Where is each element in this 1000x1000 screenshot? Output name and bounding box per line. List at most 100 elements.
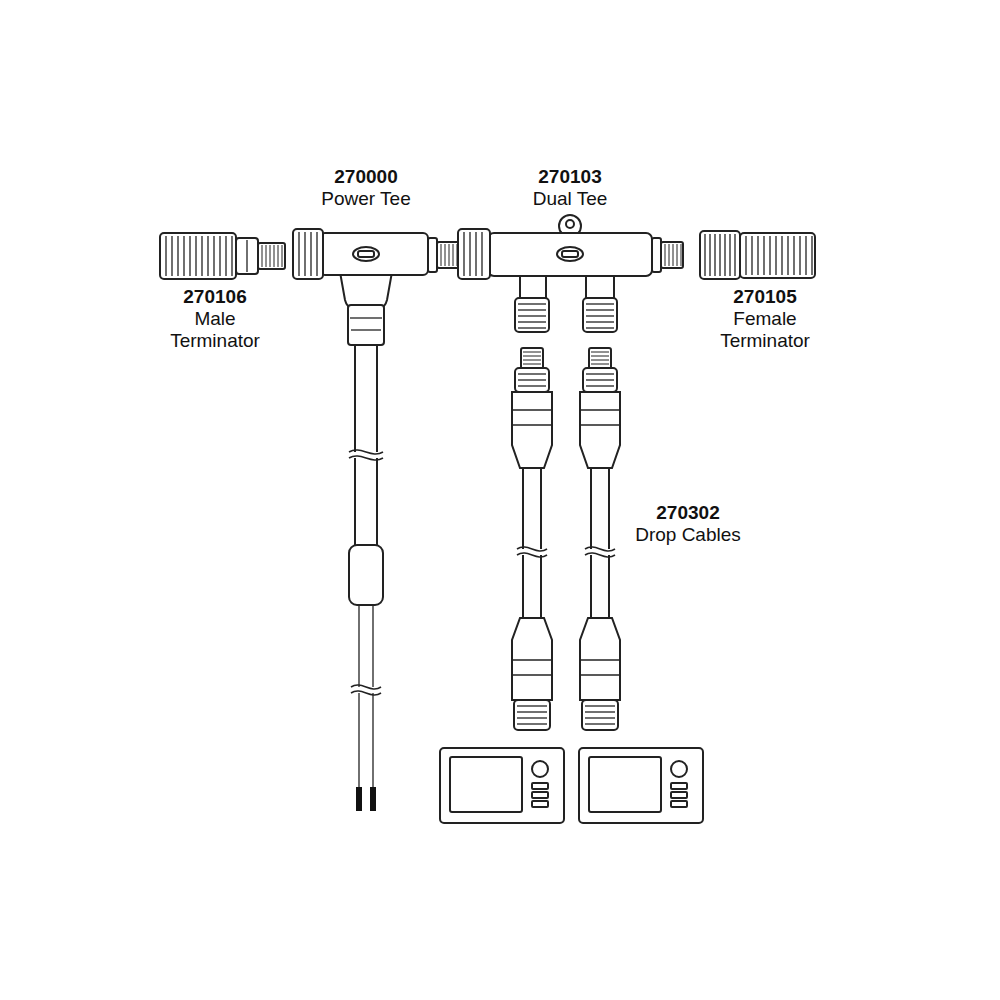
drop-cable-pins <box>521 348 543 370</box>
dual-tee-male-thread-line <box>673 244 674 266</box>
display-button <box>532 792 548 798</box>
logo-badge-inner <box>358 251 374 257</box>
drop-cable-pins <box>589 348 611 370</box>
female-terminator-body-groove <box>799 236 800 275</box>
power-cable-break <box>349 450 383 454</box>
dual-tee-drop-nut-groove <box>518 327 546 328</box>
male-terminator-thread-line <box>274 245 275 267</box>
male-terminator-thread-line <box>282 245 283 267</box>
female-terminator-body-groove <box>793 236 794 275</box>
female-terminator-body-groove <box>787 236 788 275</box>
power-tee-male-thread-line <box>453 244 454 266</box>
drop-cable-female-nut-groove <box>517 717 547 718</box>
drop-cable-shell-line <box>512 424 552 425</box>
power-wire-break <box>351 685 381 689</box>
power-cable <box>355 340 377 550</box>
female-terminator-nut-groove <box>734 234 735 276</box>
drop-cable-female-nut <box>514 700 550 730</box>
drop-cable-male-nut-groove <box>518 373 546 374</box>
drop-cable-male-nut-groove <box>586 385 614 386</box>
dual-tee-male-collar <box>652 238 661 272</box>
part-number: 270302 <box>618 502 758 524</box>
male-terminator-body-groove <box>213 236 214 276</box>
part-name: Dual Tee <box>500 188 640 210</box>
drop-cable-pin-line <box>523 356 541 357</box>
power-tee-female-nut-groove <box>316 232 317 276</box>
drop-cable-female-nut-groove <box>585 717 615 718</box>
logo-badge-inner <box>562 251 578 257</box>
display-button <box>532 783 548 789</box>
part-name: Drop Cables <box>608 524 768 546</box>
male-terminator-body-groove <box>189 236 190 276</box>
power-wire-tip <box>357 788 361 810</box>
drop-cable-gap <box>585 549 615 555</box>
drop-cable-shell-line <box>512 674 552 675</box>
chartplotter-display <box>579 748 703 823</box>
logo-badge <box>557 247 583 261</box>
display-button <box>671 783 687 789</box>
power-tee-boot-line <box>350 317 382 318</box>
power-tee-body <box>320 233 428 275</box>
dual-tee-female-nut-groove <box>481 232 482 276</box>
male-terminator-thread-line <box>262 245 263 267</box>
drop-cable-shell-line <box>512 409 552 410</box>
dual-tee-drop-nut-groove <box>586 303 614 304</box>
power-wire-tip <box>371 788 375 810</box>
dual-tee-female-nut-groove <box>475 232 476 276</box>
female-terminator-body-groove <box>781 236 782 275</box>
drop-cable-female-nut-groove <box>517 705 547 706</box>
dual-tee-drop-nut-groove <box>518 315 546 316</box>
dual-tee-drop-nut <box>515 298 549 332</box>
drop-cable-female-nut-groove <box>517 723 547 724</box>
power-tee-boot <box>348 305 384 345</box>
male-terminator-body-groove <box>201 236 202 276</box>
male-terminator-body-groove <box>171 236 172 276</box>
dual-tee-drop-nut-groove <box>518 309 546 310</box>
dual-tee-male-thread-line <box>681 244 682 266</box>
female-terminator-body-groove <box>751 236 752 275</box>
power-tee-female-nut-groove <box>304 232 305 276</box>
female-terminator-nut-groove <box>719 234 720 276</box>
drop-cable-male-shell <box>580 392 620 468</box>
male-terminator-body-groove <box>231 236 232 276</box>
dual-tee-drop-nut-groove <box>586 309 614 310</box>
drop-cable-male-nut <box>583 368 617 392</box>
power-tee-male-thread-line <box>445 244 446 266</box>
power-tee-female-nut <box>293 229 323 279</box>
male-terminator-nut <box>236 238 258 274</box>
male-terminator-body-groove <box>177 236 178 276</box>
female-terminator-body-groove <box>769 236 770 275</box>
part-name: Female Terminator <box>704 308 826 352</box>
part-name: Power Tee <box>296 188 436 210</box>
dual-tee-female-nut-groove <box>463 232 464 276</box>
male-terminator-body-groove <box>219 236 220 276</box>
drop-cable <box>523 460 541 625</box>
display-screen <box>450 757 522 812</box>
drop-cable-pin-line <box>523 360 541 361</box>
drop-cable-male-nut-groove <box>518 379 546 380</box>
drop-cable-male-nut-groove <box>586 373 614 374</box>
power-tee-male-thread-line <box>441 244 442 266</box>
power-tee-male-thread <box>437 242 459 268</box>
male-terminator-thread-line <box>266 245 267 267</box>
male-terminator-thread-line <box>278 245 279 267</box>
female-terminator-nut <box>700 231 740 279</box>
male-terminator-body <box>160 233 236 279</box>
drop-cable-break <box>585 547 615 551</box>
display-button <box>671 792 687 798</box>
drop-cable-pin-line <box>523 364 541 365</box>
dual-tee-female-nut <box>458 229 490 279</box>
female-terminator-nut-groove <box>729 234 730 276</box>
female-terminator-body-groove <box>775 236 776 275</box>
male-terminator-body-groove <box>195 236 196 276</box>
female-terminator-body-groove <box>757 236 758 275</box>
female-terminator-nut-groove <box>709 234 710 276</box>
dual-tee-drop-nut-groove <box>586 315 614 316</box>
drop-cable-pin-line <box>591 364 609 365</box>
power-tee-male-collar <box>428 238 437 272</box>
display-button <box>532 801 548 807</box>
power-cable-break <box>349 456 383 460</box>
male-terminator-body-groove <box>207 236 208 276</box>
display-button <box>671 801 687 807</box>
part-number: 270000 <box>296 166 436 188</box>
